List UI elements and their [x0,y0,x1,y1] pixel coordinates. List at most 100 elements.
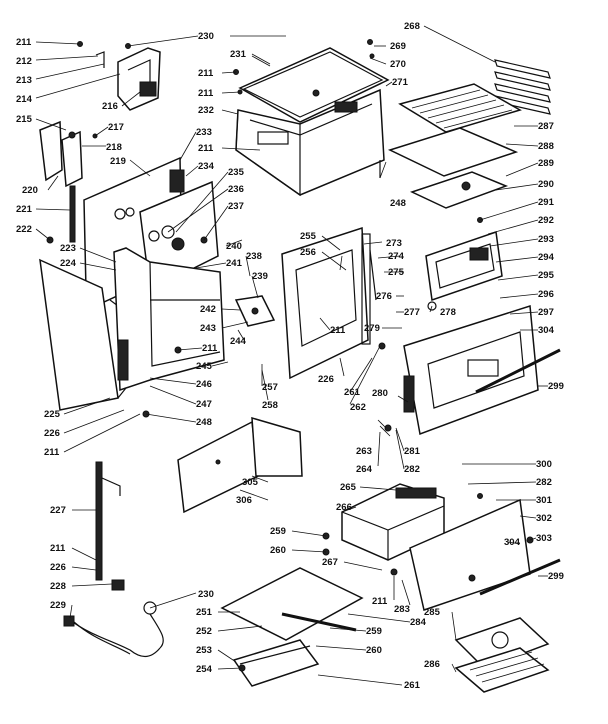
callout-285: 285 [424,607,441,618]
callout-296: 296 [538,289,554,300]
callout-257: 257 [262,382,278,393]
callout-282: 282 [404,464,420,475]
callout-254: 254 [196,664,213,675]
broiler-pans [387,127,519,209]
callout-260: 260 [270,545,286,556]
callout-211-i: 211 [372,596,388,607]
drawer-front [409,498,561,611]
callout-263: 263 [356,446,372,457]
oven-rack [398,83,522,133]
lower-side-panel [177,416,303,514]
callout-211-g: 211 [50,543,66,554]
rod-221 [46,185,76,244]
callout-294: 294 [538,252,555,263]
callout-223: 223 [60,243,76,254]
callout-226-b: 226 [50,562,66,573]
callout-293: 293 [538,234,554,245]
callout-236: 236 [228,184,244,195]
callout-291: 291 [538,197,555,208]
callout-279: 279 [364,323,380,334]
callout-255: 255 [300,231,317,242]
callout-212: 212 [16,56,32,67]
callout-265: 265 [340,482,357,493]
callout-262: 262 [350,402,366,413]
callout-260b: 260 [366,645,382,656]
callout-304b: 304 [504,537,521,548]
side-frame [113,247,225,392]
callout-276: 276 [376,291,392,302]
top-cover-panel [238,47,390,123]
callout-259b: 259 [366,626,382,637]
callout-252: 252 [196,626,212,637]
callout-248: 248 [196,417,212,428]
callout-264: 264 [356,464,373,475]
callout-229: 229 [50,600,66,611]
callout-288: 288 [538,141,554,152]
callout-239: 239 [252,271,268,282]
callout-228: 228 [50,581,66,592]
callout-227: 227 [50,505,66,516]
callout-300: 300 [536,459,552,470]
bottom-panel [220,567,364,641]
switch-250 [143,601,164,649]
callout-297: 297 [538,307,554,318]
callout-211-h: 211 [330,325,346,336]
callout-299b: 299 [548,571,564,582]
callout-214: 214 [16,94,33,105]
callout-234: 234 [198,161,215,172]
callout-237: 237 [228,201,244,212]
callout-244: 244 [230,336,247,347]
oven-frame [281,226,377,380]
callout-222: 222 [16,224,32,235]
callout-251: 251 [196,607,213,618]
callout-281: 281 [404,446,421,457]
callout-211-b: 211 [198,143,214,154]
callout-232: 232 [198,105,214,116]
leader-lines [35,25,548,686]
callout-278: 278 [440,307,456,318]
callout-211-f: 211 [44,447,60,458]
callout-226-c: 226 [318,374,334,385]
callout-248b: 248 [390,198,406,209]
callout-211-c: 211 [198,68,214,79]
callout-217: 217 [108,122,124,133]
callout-283: 283 [394,604,410,615]
callout-211: 211 [16,37,32,48]
callout-226: 226 [44,428,60,439]
callout-268: 268 [404,21,420,32]
burner-assemblies [454,617,550,693]
callout-282b: 282 [536,477,552,488]
callout-289: 289 [538,158,554,169]
callout-233: 233 [196,127,212,138]
callout-261b: 261 [404,680,421,691]
callout-287: 287 [538,121,554,132]
callout-303: 303 [536,533,552,544]
callout-259: 259 [270,526,286,537]
callout-230: 230 [198,589,214,600]
callout-219: 219 [110,156,126,167]
callout-211-d: 211 [198,88,214,99]
callout-245: 245 [196,361,213,372]
callout-213: 213 [16,75,32,86]
lamp-assembly [425,230,503,311]
callout-215: 215 [16,114,33,125]
callout-274: 274 [388,251,405,262]
callout-292: 292 [538,215,554,226]
callout-280: 280 [372,388,388,399]
callout-267: 267 [322,557,338,568]
callout-220: 220 [22,185,38,196]
callout-271: 271 [392,77,409,88]
callout-270: 270 [390,59,406,70]
cooktop-body [235,88,385,197]
callout-286: 286 [424,659,440,670]
callout-235: 235 [228,167,245,178]
callout-301: 301 [536,495,553,506]
callout-304: 304 [538,325,555,336]
callout-305: 305 [242,477,259,488]
callout-256: 256 [300,247,316,258]
callout-284: 284 [410,617,427,628]
callout-306: 306 [236,495,252,506]
callout-230b: 230 [198,31,214,42]
